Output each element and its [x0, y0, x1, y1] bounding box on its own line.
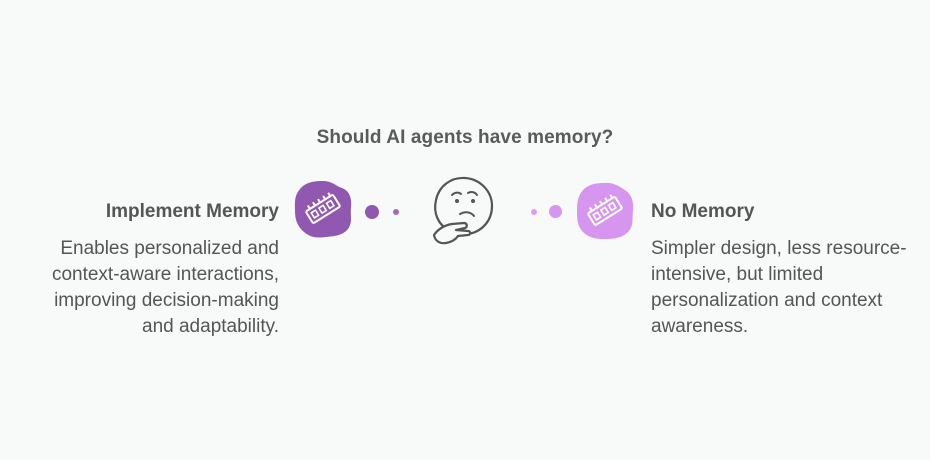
connector-dot: [549, 205, 562, 218]
left-option-title: Implement Memory: [105, 201, 279, 222]
left-option-description: Enables personalized and context-aware i…: [51, 238, 279, 337]
right-option-title: No Memory: [651, 201, 755, 222]
connector-dot: [531, 209, 537, 215]
memory-chip-icon-left: [294, 181, 352, 238]
connector-dot: [365, 205, 379, 219]
memory-chip-icon-right: [577, 182, 634, 239]
connector-dot: [393, 209, 399, 215]
diagram-question: Should AI agents have memory?: [316, 127, 614, 148]
right-option-description: Simpler design, less resource-intensive,…: [651, 238, 907, 337]
thinking-face-icon: [432, 176, 494, 245]
